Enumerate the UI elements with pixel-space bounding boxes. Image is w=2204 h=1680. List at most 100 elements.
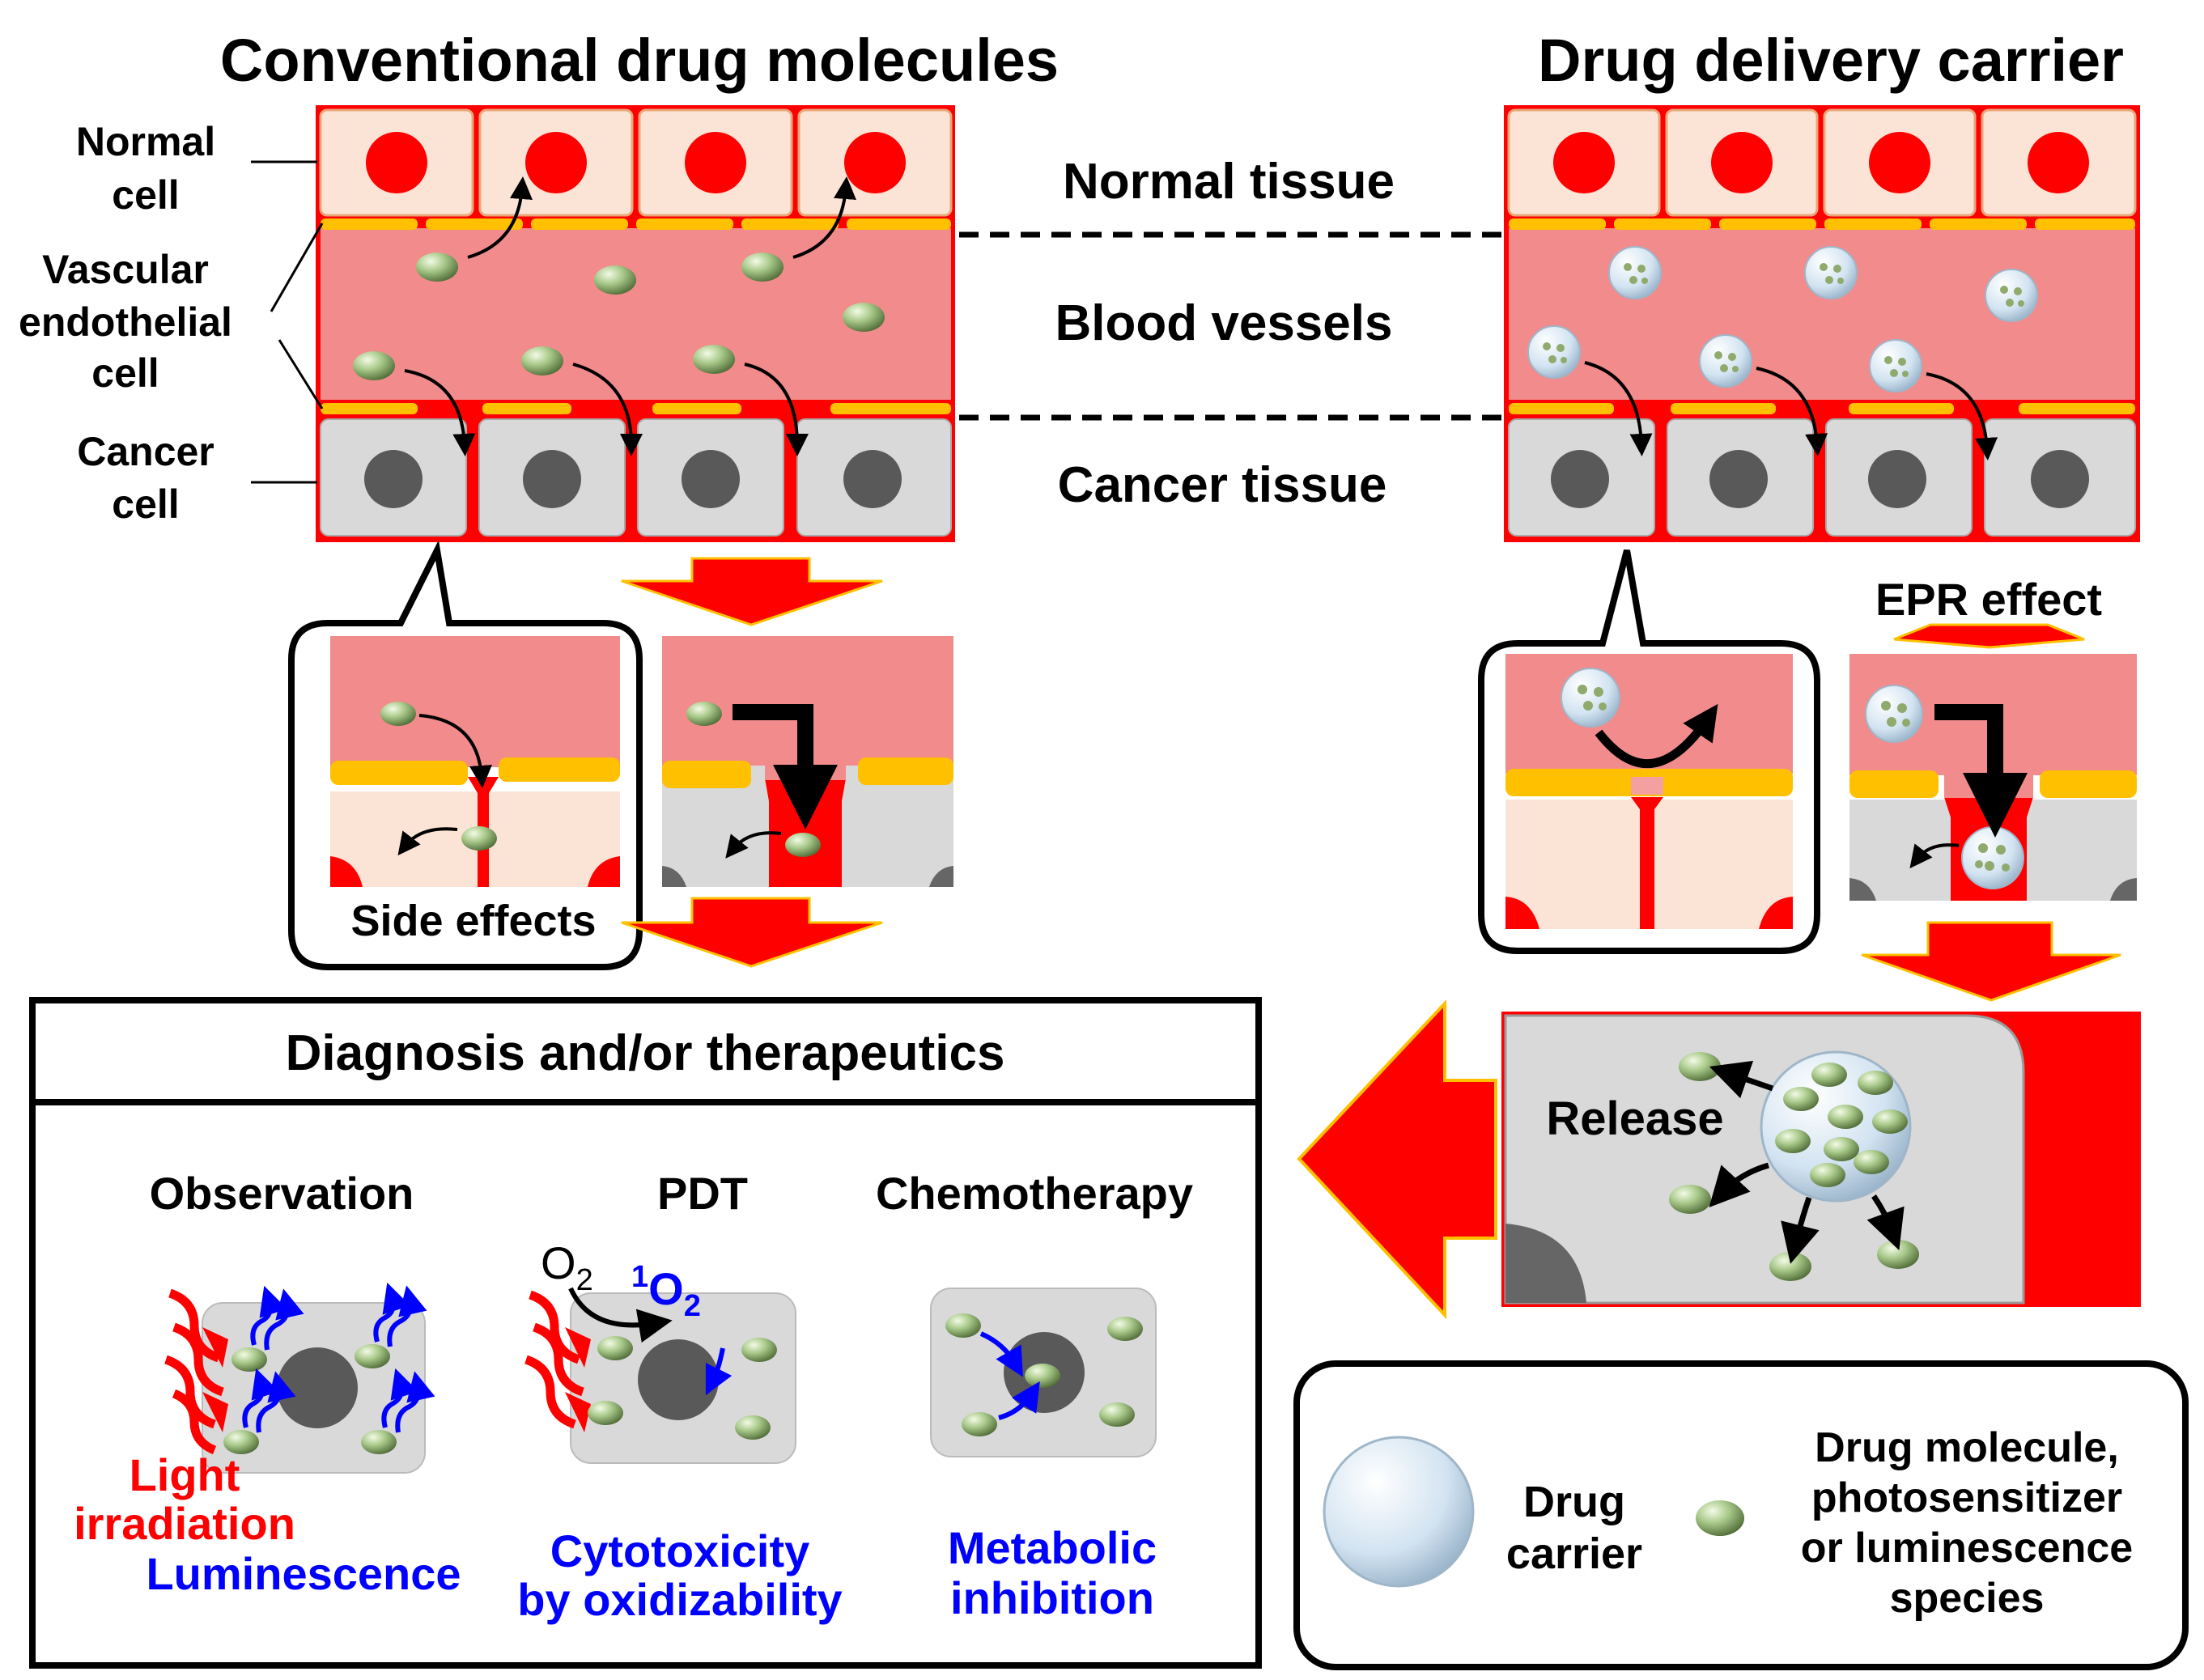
- title-conventional: Conventional drug molecules: [220, 27, 1059, 94]
- drug-molecule-icon: [1099, 1402, 1135, 1427]
- release-panel: Release: [1501, 1012, 2141, 1307]
- uptake-arrow: [467, 176, 533, 259]
- nucleus: [525, 132, 587, 193]
- light-arrowhead: [565, 1392, 591, 1432]
- pdt-illustration: [524, 1287, 796, 1464]
- light-arrowhead: [202, 1327, 228, 1368]
- drug-molecule-icon: [741, 252, 784, 282]
- nucleus: [277, 1347, 358, 1428]
- drug-molecule-icon: [361, 1430, 397, 1454]
- release-arrow: [1709, 1060, 1774, 1099]
- drug-molecule-icon: [1025, 1364, 1060, 1388]
- endothelial-cell: [1509, 403, 1614, 414]
- leak-arrow: [1756, 367, 1828, 456]
- luminescence-icon: [395, 1371, 435, 1433]
- conventional-tissue-diagram: [316, 105, 955, 542]
- label-cytotoxicity: Cytotoxicity: [550, 1525, 810, 1576]
- endothelial-cell: [858, 757, 953, 785]
- drug-molecule-icon: [741, 1338, 777, 1362]
- drug-molecule-icon: [1107, 1317, 1143, 1341]
- legend-species-3: or luminescence: [1801, 1525, 2133, 1572]
- panel-title: Diagnosis and/or therapeutics: [286, 1025, 1005, 1081]
- carrier-normal-callout: [1478, 549, 1820, 954]
- endothelial-cell: [662, 761, 751, 788]
- nucleus: [330, 856, 363, 887]
- down-arrow-icon: [1861, 921, 2121, 1002]
- left-arrow-icon: [1297, 999, 1497, 1320]
- release-arrow: [1866, 1194, 1905, 1251]
- blood-vessel: [330, 636, 620, 767]
- legend-carrier-label: Drug: [1523, 1478, 1625, 1526]
- nucleus: [929, 866, 953, 887]
- nucleus: [682, 450, 740, 508]
- down-arrow-icon: [621, 557, 883, 626]
- endothelial-cell: [652, 403, 741, 414]
- light-ray-icon: [172, 1389, 217, 1455]
- luminescence-icon: [250, 1285, 287, 1346]
- heading-observation: Observation: [150, 1168, 414, 1219]
- drug-carrier-icon: [1323, 1436, 1475, 1588]
- endothelial-cell: [2035, 218, 2135, 230]
- heading-pdt: PDT: [657, 1168, 748, 1219]
- drug-molecule-icon: [231, 1347, 267, 1372]
- blood-vessel: [1505, 654, 1793, 774]
- luminescence-icon: [264, 1288, 304, 1351]
- nucleus: [638, 1339, 719, 1420]
- drug-carrier-icon: [1527, 325, 1581, 379]
- label-cancer-cell-2: cell: [112, 482, 179, 527]
- leader-line: [278, 339, 324, 409]
- singlet-oxygen-arrow: [705, 1347, 733, 1396]
- drug-molecule-icon: [1877, 1240, 1919, 1269]
- label-cancer-tissue: Cancer tissue: [1058, 457, 1387, 513]
- drug-molecule-icon: [521, 346, 563, 375]
- drug-carrier-icon: [1561, 668, 1620, 728]
- nucleus: [843, 450, 902, 508]
- nucleus: [1551, 450, 1609, 508]
- endothelial-cell: [1930, 218, 2027, 230]
- drug-molecule-icon: [380, 702, 416, 726]
- release-arrow: [1781, 1196, 1820, 1264]
- label-oxygen: O2: [541, 1237, 593, 1297]
- label-oxidizability: by oxidizability: [517, 1574, 842, 1625]
- endothelial-cell: [321, 218, 418, 230]
- endothelial-cell: [1614, 218, 1711, 230]
- drug-molecule-icon: [588, 1401, 623, 1425]
- drug-molecule-icon: [843, 303, 885, 332]
- cancer-leak-zoom: [662, 636, 953, 887]
- label-epr-effect: EPR effect: [1875, 574, 2102, 625]
- uptake-arrow: [979, 1331, 1023, 1377]
- diagnosis-panel: Diagnosis and/or therapeutics Observatio…: [29, 997, 1262, 1669]
- label-metabolic: Metabolic: [948, 1522, 1157, 1573]
- drug-molecule-icon: [1872, 1109, 1908, 1134]
- leak-arrow: [418, 714, 492, 788]
- label-irradiation: irradiation: [74, 1498, 295, 1549]
- endothelial-cell: [2040, 770, 2137, 798]
- drug-carrier-icon: [1865, 685, 1923, 743]
- drug-carrier-icon: [1804, 246, 1858, 299]
- light-ray-icon: [164, 1355, 216, 1429]
- label-endothelial: endothelial: [19, 299, 232, 345]
- drug-carrier-icon: [1985, 269, 2038, 322]
- nucleus: [2110, 878, 2137, 901]
- endothelial-cell: [499, 757, 620, 782]
- nucleus: [588, 856, 620, 887]
- extravasation-arrow: [1934, 704, 2028, 838]
- luminescence-icon: [387, 1285, 427, 1347]
- light-ray-icon: [172, 1322, 224, 1397]
- label-inhibition: inhibition: [950, 1572, 1154, 1623]
- drug-carrier-icon: [1961, 826, 2024, 889]
- drug-molecule-icon: [1696, 1500, 1744, 1536]
- nucleus: [2028, 132, 2089, 193]
- cell-gap: [1631, 797, 1663, 929]
- side-effects-callout: Side effects: [288, 540, 643, 970]
- carrier-cancer-zoom: [1849, 654, 2137, 901]
- drug-molecule-icon: [1783, 1087, 1819, 1111]
- leak-arrow: [744, 363, 809, 456]
- nucleus: [844, 132, 906, 193]
- uptake-arrow: [998, 1381, 1040, 1420]
- nucleus: [2031, 450, 2089, 508]
- oxygen-arrow: [568, 1287, 673, 1343]
- leak-arrow: [1926, 372, 1998, 460]
- label-light: Light: [130, 1449, 240, 1500]
